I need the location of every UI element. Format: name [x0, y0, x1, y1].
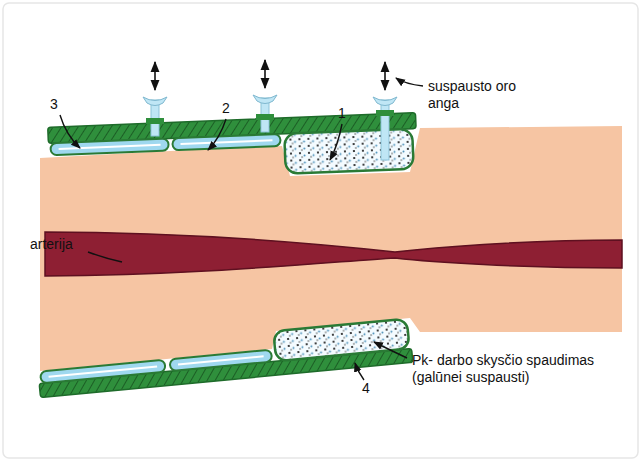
chamber-1	[284, 129, 414, 174]
pressure-label: Pk- darbo skysčio spaudimas (galūnei sus…	[412, 352, 624, 386]
frame	[3, 3, 638, 458]
limb-tissue	[40, 126, 622, 371]
bottom-cuff	[36, 319, 412, 398]
callout-number: 4	[362, 380, 370, 397]
callout-number: 3	[50, 96, 58, 113]
air-ports	[143, 60, 397, 160]
artery	[45, 232, 622, 276]
artery-label: arterija	[30, 236, 73, 253]
leader-lines	[60, 78, 423, 380]
chamber-4	[273, 319, 409, 361]
callout-number: 2	[222, 100, 230, 117]
callout-number: 1	[338, 105, 346, 122]
chamber-2	[172, 134, 280, 150]
chamber-3	[50, 138, 168, 155]
top-cuff	[48, 113, 418, 184]
port-label: suspausto oro anga	[428, 78, 540, 112]
